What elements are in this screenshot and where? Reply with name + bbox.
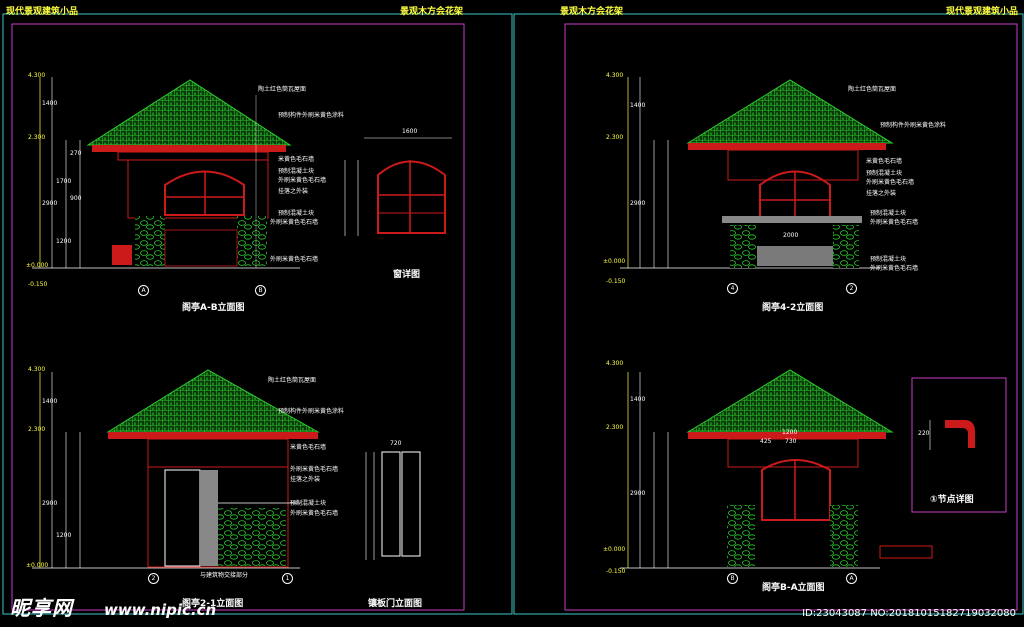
elevation-a-b xyxy=(32,77,300,269)
caption-pavilion-4-2: 阁亭4-2立面图 xyxy=(762,303,824,313)
note-roof-tile-21: 陶土红色筒瓦屋面 xyxy=(268,377,317,384)
dim-elev-base-42: -0.150 xyxy=(606,278,626,285)
dim-h2900-42: 2900 xyxy=(630,200,646,207)
dim-w720-door: 720 xyxy=(390,440,402,447)
dim-elev-zero-21: ±0.000 xyxy=(26,562,49,569)
axis-bubble-b-ab: B xyxy=(255,285,266,296)
dim-elev-top-21: 4.300 xyxy=(28,366,46,373)
dim-w2000-42: 2000 xyxy=(783,232,799,239)
dim-h2900-ba: 2900 xyxy=(630,490,646,497)
dim-h220-node: 220 xyxy=(918,430,930,437)
note-exterior-paint-21: 外刷米黄色毛石墙 xyxy=(290,466,339,473)
watermark-url: www.nipic.cn xyxy=(104,601,217,619)
note-precast-concrete-21: 预制混凝土块 xyxy=(290,500,327,507)
note-stone-wall-21: 外刷米黄色毛石墙 xyxy=(290,510,339,517)
note-lattice-ab: 挂落之外装 xyxy=(278,188,309,195)
note-precast-concrete-ab: 预制混凝土块 xyxy=(278,168,315,175)
dim-elev-zero-42: ±0.000 xyxy=(603,258,626,265)
left-sheet-frame xyxy=(2,13,513,615)
elevation-2-1 xyxy=(32,369,320,569)
note-lattice-21: 挂落之外装 xyxy=(290,476,321,483)
right-sheet-title: 现代景观建筑小品 xyxy=(946,7,1019,17)
caption-pavilion-2-1: 阁亭2-1立面图 xyxy=(182,599,244,609)
note-precast-paint-ab: 预制构件外刷米黄色涂料 xyxy=(278,112,345,119)
note-nonload: 与建筑物交接部分 xyxy=(200,572,249,579)
note-roof-tile-42: 陶土红色筒瓦屋面 xyxy=(848,86,897,93)
dim-h1200-ab: 1200 xyxy=(56,238,72,245)
axis-bubble-b-ba: B xyxy=(727,573,738,584)
dim-elev-base-ba: -0.150 xyxy=(606,568,626,575)
watermark-brand: 昵享网 xyxy=(10,596,73,620)
note-precast-block-42: 预制混凝土块 xyxy=(870,210,907,217)
note-roof-tile-ab: 陶土红色筒瓦屋面 xyxy=(258,86,307,93)
right-inner-frame xyxy=(564,23,1018,611)
dim-h1400-ba: 1400 xyxy=(630,396,646,403)
axis-bubble-a-ba: A xyxy=(846,573,857,584)
axis-bubble-2-42: 2 xyxy=(846,283,857,294)
caption-wood-door: 镶板门立面图 xyxy=(368,599,423,609)
note-precast-paint-21: 预制构件外刷米黄色涂料 xyxy=(278,408,345,415)
image-id-tag: ID:23043087 NO:20181015182719032080 xyxy=(802,608,1016,619)
dim-h2900-21: 2900 xyxy=(42,500,58,507)
wood-door-drawing xyxy=(365,451,421,560)
note-stone-wall-ab: 外刷米黄色毛石墙 xyxy=(270,256,319,263)
dim-h1400-ab: 1400 xyxy=(42,100,58,107)
note-beige-stone-ab: 米黄色毛石墙 xyxy=(278,156,315,163)
dim-h1400-42: 1400 xyxy=(630,102,646,109)
note-precast-block-ab: 预制混凝土块 xyxy=(278,210,315,217)
dim-w1200-ba: 1200 xyxy=(782,429,798,436)
note-beige-stone-21: 米黄色毛石墙 xyxy=(290,444,327,451)
caption-pavilion-b-a: 阁亭B-A立面图 xyxy=(762,583,825,593)
dim-h1200-21: 1200 xyxy=(56,532,72,539)
dim-elev-top-42: 4.300 xyxy=(606,72,624,79)
dim-elev-top-ab: 4.300 xyxy=(28,72,46,79)
dim-elev-zero-ba: ±0.000 xyxy=(603,546,626,553)
dim-h900-ab: 900 xyxy=(70,195,82,202)
caption-pavilion-a-b: 阁亭A-B立面图 xyxy=(182,303,245,313)
axis-bubble-1: 1 xyxy=(282,573,293,584)
elevation-b-a xyxy=(620,369,933,569)
caption-window-detail: 窗详图 xyxy=(393,270,421,280)
note-precast-concrete-42: 预制混凝土块 xyxy=(866,170,903,177)
dim-h1700-ab: 1700 xyxy=(56,178,72,185)
dim-h270-ab: 270 xyxy=(70,150,82,157)
window-detail-drawing xyxy=(344,137,452,236)
dim-elev-eave-ba: 2.300 xyxy=(606,424,624,431)
elevation-4-2 xyxy=(620,77,894,269)
left-sheet-title: 现代景观建筑小品 xyxy=(6,7,79,17)
node-detail-profile xyxy=(945,420,975,448)
right-sheet-subtitle: 景观木方会花架 xyxy=(560,7,624,17)
dim-w730-ba: 730 xyxy=(785,438,797,445)
note-exterior-paint-ab: 外刷米黄色毛石墙 xyxy=(278,177,327,184)
axis-bubble-4: 4 xyxy=(727,283,738,294)
right-sheet-frame xyxy=(513,13,1024,615)
dim-w1600-window: 1600 xyxy=(402,128,418,135)
note-base-stone-ab: 外刷米黄色毛石墙 xyxy=(270,219,319,226)
note-exterior-paint-42: 外刷米黄色毛石墙 xyxy=(866,179,915,186)
left-sheet-subtitle: 景观木方会花架 xyxy=(400,7,464,17)
note-stone-wall-42: 外刷米黄色毛石墙 xyxy=(870,265,919,272)
dim-elev-base-ab: -0.150 xyxy=(28,281,48,288)
caption-node-detail: ①节点详图 xyxy=(930,495,974,505)
dim-elev-eave-ab: 2.300 xyxy=(28,134,46,141)
dim-elev-top-ba: 4.300 xyxy=(606,360,624,367)
node-detail-frame xyxy=(911,377,1007,513)
note-base-stone-42: 外刷米黄色毛石墙 xyxy=(870,219,919,226)
dim-h2900-ab: 2900 xyxy=(42,200,58,207)
dim-w425-ba: 425 xyxy=(760,438,772,445)
dim-elev-eave-21: 2.300 xyxy=(28,426,46,433)
dim-elev-eave-42: 2.300 xyxy=(606,134,624,141)
note-beige-stone-42: 米黄色毛石墙 xyxy=(866,158,903,165)
dim-h1400-21: 1400 xyxy=(42,398,58,405)
note-precast-paint-42: 预制构件外刷米黄色涂料 xyxy=(880,122,947,129)
note-lattice-42: 挂落之外装 xyxy=(866,190,897,197)
axis-bubble-2: 2 xyxy=(148,573,159,584)
dim-elev-zero-ab: ±0.000 xyxy=(26,262,49,269)
note-precast-concrete-42b: 预制混凝土块 xyxy=(870,256,907,263)
axis-bubble-a-ab: A xyxy=(138,285,149,296)
left-inner-frame xyxy=(11,23,465,611)
